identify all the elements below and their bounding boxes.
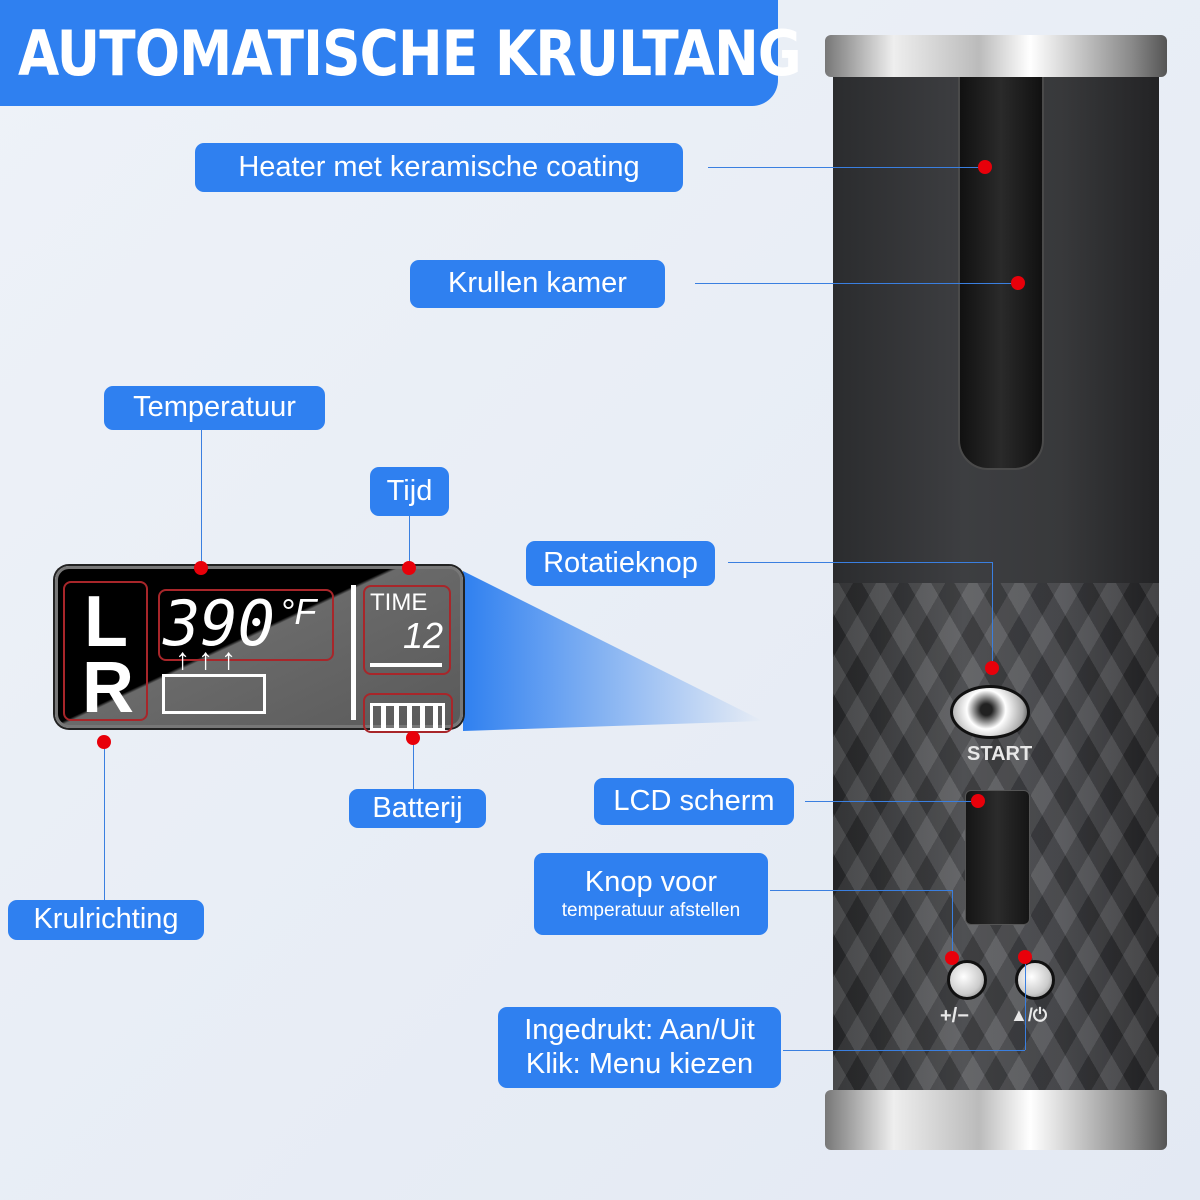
start-button — [950, 685, 1030, 739]
chamber-marker — [1011, 276, 1025, 290]
leader-line — [201, 430, 202, 568]
temperature-box — [158, 589, 334, 661]
label-power: Ingedrukt: Aan/Uit Klik: Menu kiezen — [498, 1007, 781, 1088]
title-banner: AUTOMATISCHE KRULTANG — [0, 0, 802, 106]
label-direction: Krulrichting — [8, 900, 204, 940]
label-rotation: Rotatieknop — [526, 541, 715, 586]
power-button — [1015, 960, 1055, 1000]
temp-button-title: Knop voor — [584, 866, 718, 899]
label-lcd: LCD scherm — [594, 778, 794, 825]
leader-line — [805, 801, 978, 802]
time-marker — [402, 561, 416, 575]
start-label: START — [967, 743, 1033, 765]
divider — [351, 585, 356, 720]
lcd-unit: °F — [280, 591, 317, 632]
direction-box — [63, 581, 148, 721]
temp-button-marker — [945, 951, 959, 965]
power-line-2: Klik: Menu kiezen — [525, 1047, 754, 1080]
leader-line — [770, 890, 952, 891]
lcd-time-label: TIME — [370, 589, 428, 616]
top-ring — [825, 35, 1167, 77]
leader-line — [1025, 957, 1026, 1050]
curl-chamber — [958, 55, 1044, 470]
temp-button-subtitle: temperatuur afstellen — [561, 899, 741, 921]
lcd-temperature: 390 — [163, 587, 275, 660]
leader-line — [409, 516, 410, 568]
lcd-closeup: L R 390 °F ↑↑↑ TIME 12 — [55, 566, 463, 733]
page-title: AUTOMATISCHE KRULTANG — [18, 16, 802, 90]
device-top — [833, 35, 1159, 585]
plus-minus-button — [947, 960, 987, 1000]
power-label: ▲/⏻ — [1010, 1005, 1048, 1025]
power-button-marker — [1018, 950, 1032, 964]
battery-marker — [406, 731, 420, 745]
rotation-marker — [985, 661, 999, 675]
label-heater: Heater met keramische coating — [195, 143, 683, 192]
leader-line — [413, 738, 414, 789]
curler-device: START +/− ▲/⏻ — [825, 35, 1167, 1170]
leader-line — [992, 562, 993, 668]
lcd-marker — [971, 794, 985, 808]
leader-line — [783, 1050, 1025, 1051]
time-underline — [370, 663, 442, 667]
label-temp-button: Knop voor temperatuur afstellen — [534, 853, 768, 935]
heat-icon: ↑↑↑ — [162, 643, 266, 714]
power-line-1: Ingedrukt: Aan/Uit — [524, 1014, 755, 1047]
plus-minus-label: +/− — [940, 1005, 969, 1027]
label-temperature: Temperatuur — [104, 386, 325, 430]
label-time: Tijd — [370, 467, 449, 516]
lcd-right: R — [82, 648, 134, 728]
heater-marker — [978, 160, 992, 174]
lcd-time-value: 12 — [403, 615, 444, 656]
leader-line — [695, 283, 1018, 284]
battery-icon — [370, 703, 445, 731]
time-box — [363, 585, 451, 675]
zoom-wedge — [463, 571, 763, 731]
bottom-ring — [825, 1090, 1167, 1150]
leader-line — [952, 890, 953, 958]
temperature-marker — [194, 561, 208, 575]
label-chamber: Krullen kamer — [410, 260, 665, 308]
leader-line — [104, 742, 105, 900]
label-battery: Batterij — [349, 789, 486, 828]
leader-line — [708, 167, 985, 168]
leader-line — [728, 562, 992, 563]
lcd-window — [965, 790, 1030, 925]
direction-marker — [97, 735, 111, 749]
lcd-left: L — [84, 582, 128, 662]
